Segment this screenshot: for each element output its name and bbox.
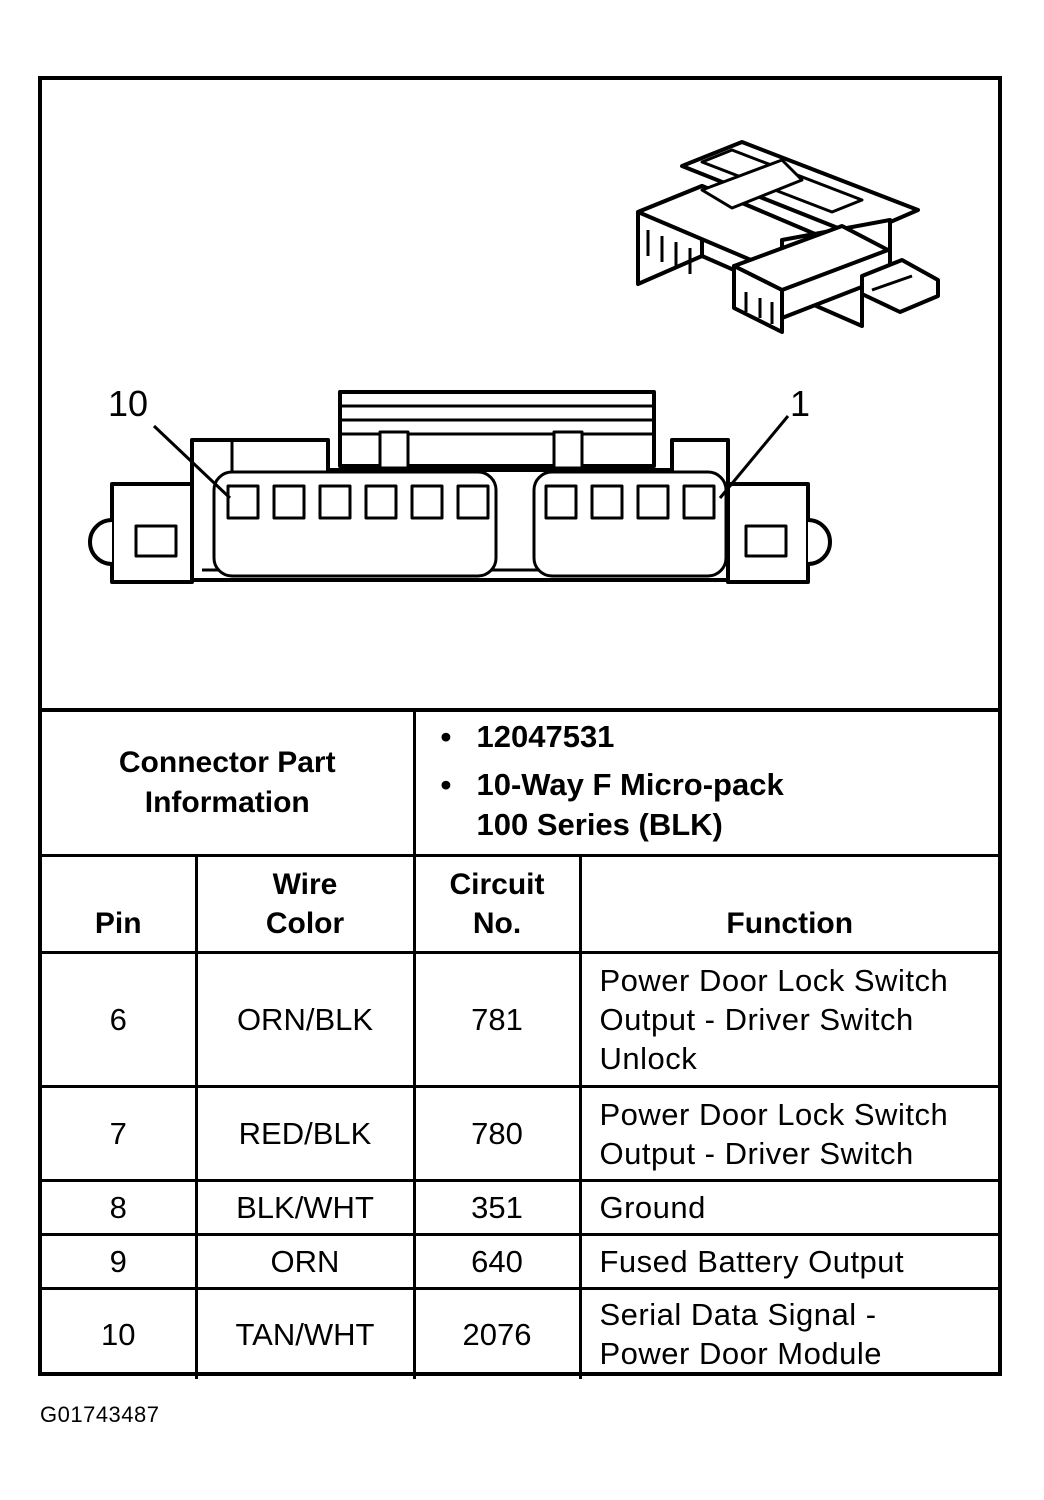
table-row: 7 RED/BLK 780 Power Door Lock Switch Out… [42,1085,998,1182]
connector-diagram: 10 1 [88,140,940,584]
pin-cell: 8 [42,1179,198,1236]
connector-3d-view [636,140,940,334]
pin-cell: 6 [42,951,198,1088]
connector-type: 10-Way F Micro-pack 100 Series (BLK) [441,765,998,845]
circuit-cell: 781 [412,951,582,1088]
header-pin: Pin [42,854,198,954]
connector-part-info-values: 12047531 10-Way F Micro-pack 100 Series … [412,708,998,857]
function-cell: Ground [578,1179,998,1236]
table-row: 8 BLK/WHT 351 Ground [42,1179,998,1236]
table-row: 10 TAN/WHT 2076 Serial Data Signal - Pow… [42,1287,998,1379]
function-cell: Power Door Lock Switch Output - Driver S… [578,1085,998,1182]
circuit-cell: 2076 [412,1287,582,1379]
pin-cell: 10 [42,1287,198,1379]
circuit-cell: 351 [412,1179,582,1236]
circuit-cell: 780 [412,1085,582,1182]
function-cell: Power Door Lock Switch Output - Driver S… [578,951,998,1088]
connector-part-info-label: Connector Part Information [42,708,416,857]
table-row: 6 ORN/BLK 781 Power Door Lock Switch Out… [42,951,998,1088]
wire-color-cell: BLK/WHT [194,1179,416,1236]
connector-front-view [88,390,832,584]
figure-id: G01743487 [40,1402,160,1427]
wire-color-cell: ORN/BLK [194,951,416,1088]
wire-color-cell: TAN/WHT [194,1287,416,1379]
circuit-cell: 640 [412,1233,582,1290]
pin-label-10: 10 [108,383,148,424]
header-function: Function [578,854,998,954]
connector-part-info-table: Connector Part Information 12047531 10-W… [42,708,998,857]
pin-cell: 9 [42,1233,198,1290]
function-cell: Fused Battery Output [578,1233,998,1290]
function-cell: Serial Data Signal - Power Door Module [578,1287,998,1379]
connector-frame: 10 1 Connector Part Information 12047531… [38,76,1002,1379]
wire-color-cell: ORN [194,1233,416,1290]
wire-color-cell: RED/BLK [194,1085,416,1182]
pin-label-1: 1 [790,383,810,424]
table-row: 9 ORN 640 Fused Battery Output [42,1233,998,1290]
pin-cell: 7 [42,1085,198,1182]
part-number: 12047531 [441,717,998,757]
